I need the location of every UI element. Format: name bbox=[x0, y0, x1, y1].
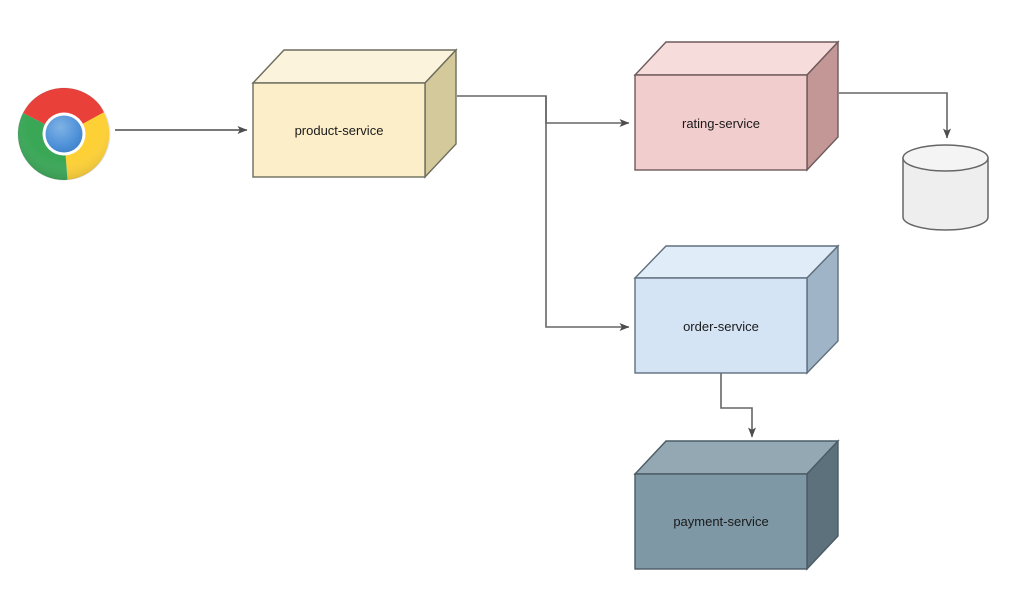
rating-service-front-face bbox=[634, 74, 808, 171]
edge-product-service-to-order-service bbox=[545, 96, 630, 331]
rating-service-top-face bbox=[633, 41, 840, 76]
payment-service-top-face bbox=[633, 440, 840, 475]
payment-service-front-face bbox=[634, 473, 808, 570]
product-service-front-face bbox=[252, 82, 426, 178]
node-rating-service[interactable] bbox=[633, 40, 840, 172]
edge-rating-service-to-database bbox=[839, 92, 951, 139]
node-product-service[interactable] bbox=[251, 48, 458, 179]
edge-order-service-to-payment-service bbox=[720, 373, 756, 438]
node-payment-service[interactable] bbox=[633, 439, 840, 571]
order-service-front-face bbox=[634, 277, 808, 374]
node-order-service[interactable] bbox=[633, 244, 840, 375]
product-service-top-face bbox=[251, 49, 458, 84]
node-database-cylinder[interactable] bbox=[902, 144, 989, 231]
chrome-logo-icon bbox=[17, 87, 111, 181]
edge-product-service-to-rating-service bbox=[457, 95, 630, 127]
order-service-top-face bbox=[633, 245, 840, 279]
database-top-ellipse bbox=[902, 144, 989, 172]
database-body bbox=[902, 157, 989, 231]
